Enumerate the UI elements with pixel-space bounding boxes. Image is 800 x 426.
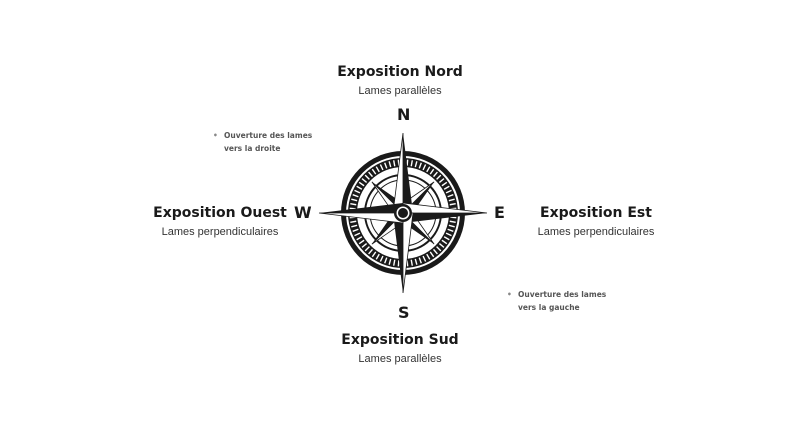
compass-east-point-dark (403, 213, 487, 223)
east-exposition-subtitle: Lames perpendiculaires (537, 226, 655, 238)
compass-tick (368, 171, 374, 178)
compass-tick (410, 259, 413, 266)
bullet-icon: • (507, 290, 512, 299)
south-exposition-subtitle: Lames parallèles (358, 353, 442, 365)
compass-tick (371, 168, 377, 175)
compass-hub-center (398, 208, 408, 218)
compass-tick (352, 194, 359, 198)
compass-tick (443, 236, 450, 241)
compass-tick (384, 257, 388, 264)
compass-tick (393, 259, 396, 266)
compass-tick (354, 232, 361, 237)
east-exposition-block: Exposition Est Lames perpendiculaires (520, 205, 672, 238)
compass-tick (388, 161, 392, 168)
compass-tick (418, 162, 422, 169)
compass-tick (436, 246, 442, 252)
bullet-icon: • (213, 131, 218, 140)
cardinal-north-label: N (397, 105, 411, 124)
compass-tick (397, 260, 400, 267)
compass-tick (351, 224, 358, 228)
compass-tick (441, 239, 448, 245)
compass-tick (361, 242, 368, 248)
compass-tick (393, 160, 396, 167)
compass-tick (432, 248, 438, 255)
compass-tick (364, 174, 370, 180)
compass-tick (368, 248, 374, 255)
compass-tick (351, 198, 358, 202)
cardinal-south-label: S (398, 303, 410, 322)
compass-tick (418, 257, 422, 264)
compass-north-point-dark (403, 133, 413, 213)
compass-tick (447, 194, 454, 198)
east-exposition-title: Exposition Est (540, 205, 652, 221)
north-exposition-subtitle: Lames parallèles (358, 85, 442, 97)
compass-tick (384, 162, 388, 169)
south-exposition-title: Exposition Sud (341, 332, 459, 348)
compass-tick (371, 251, 377, 258)
compass-tick (422, 255, 427, 262)
compass-tick (364, 246, 370, 252)
note-left-line1: Ouverture des lames (224, 131, 313, 140)
compass-tick (443, 185, 450, 190)
compass-tick (432, 171, 438, 178)
compass-tick (354, 189, 361, 194)
compass-tick (422, 164, 427, 171)
compass-tick (358, 181, 365, 187)
compass-south-point-dark (393, 213, 403, 293)
compass-tick (350, 203, 357, 206)
compass-tick (379, 255, 384, 262)
note-right-line1: Ouverture des lames (518, 290, 607, 299)
compass-tick (429, 251, 435, 258)
cardinal-east-label: E (494, 203, 505, 222)
compass-tick (445, 232, 452, 237)
compass-tick (356, 185, 363, 190)
compass-tick (352, 228, 359, 232)
compass-tick (358, 239, 365, 245)
note-opening-left: • Ouverture des lames vers la gauche (507, 288, 607, 314)
compass-tick (441, 181, 448, 187)
note-left-line2: vers la droite (224, 144, 281, 153)
compass-tick (449, 220, 456, 223)
west-exposition-title: Exposition Ouest (153, 205, 287, 221)
note-opening-right: • Ouverture des lames vers la droite (213, 129, 313, 155)
compass-tick (379, 164, 384, 171)
west-exposition-subtitle: Lames perpendiculaires (161, 226, 279, 238)
compass-tick (414, 161, 418, 168)
compass-tick (445, 189, 452, 194)
compass-tick (350, 220, 357, 223)
compass-tick (447, 228, 454, 232)
compass-tick (356, 236, 363, 241)
compass-tick (410, 160, 413, 167)
compass-tick (448, 224, 455, 228)
compass-tick (448, 198, 455, 202)
compass-tick (388, 258, 392, 265)
north-exposition-title: Exposition Nord (337, 64, 463, 80)
compass-rose-icon (318, 132, 488, 294)
compass-tick (375, 166, 380, 173)
compass-west-point-dark (319, 203, 403, 213)
compass-tick (429, 168, 435, 175)
compass-tick (438, 178, 445, 184)
compass-tick (449, 203, 456, 206)
compass-tick (414, 258, 418, 265)
compass-tick (375, 253, 380, 260)
note-right-line2: vers la gauche (518, 303, 580, 312)
west-exposition-block: Exposition Ouest Lames perpendiculaires (140, 205, 300, 238)
cardinal-west-label: W (294, 203, 312, 222)
compass-tick (406, 159, 409, 166)
south-exposition-block: Exposition Sud Lames parallèles (300, 332, 500, 365)
compass-tick (426, 253, 431, 260)
compass-tick (436, 174, 442, 180)
compass-tick (361, 178, 368, 184)
north-exposition-block: Exposition Nord Lames parallèles (300, 64, 500, 97)
compass-tick (426, 166, 431, 173)
compass-tick (438, 242, 445, 248)
